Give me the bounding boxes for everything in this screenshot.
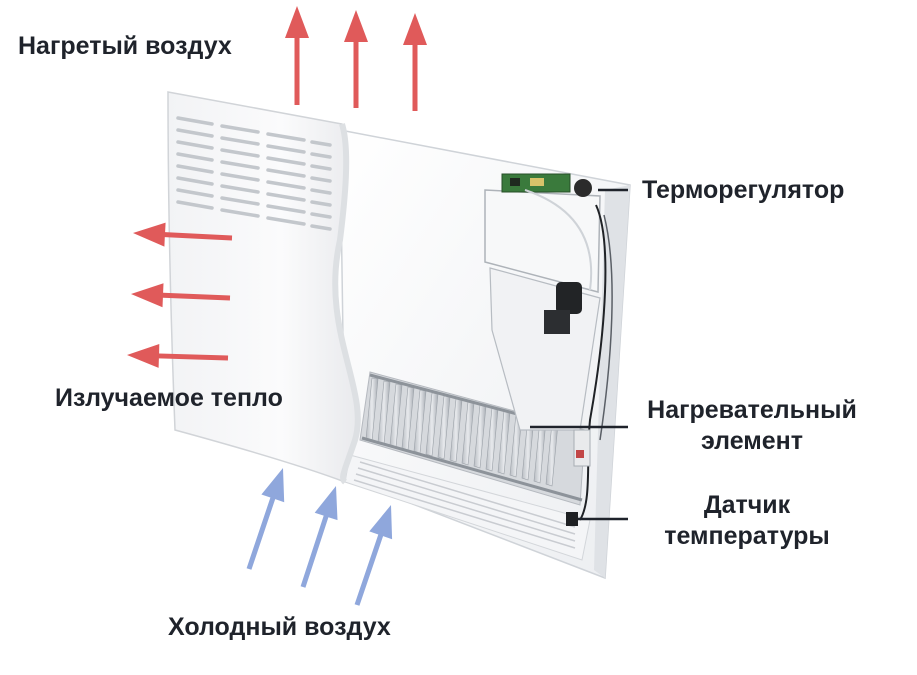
cold-air-arrow [354, 505, 393, 606]
temperature-sensor-label-line2: температуры [664, 522, 830, 551]
radiant-heat-arrow [127, 344, 229, 368]
thermostat-assembly [484, 173, 613, 526]
heating-element-label-line2: элемент [700, 427, 804, 456]
heating-element-label-line1: Нагревательный [647, 396, 857, 424]
temperature-sensor-label: Датчик температуры [640, 490, 854, 553]
bottom-grille [344, 454, 591, 561]
cold-air-arrow [300, 486, 338, 588]
cold-air-label: Холодный воздух [168, 613, 391, 641]
radiant-heat-arrow [131, 283, 231, 308]
thermostat-label: Терморегулятор [642, 176, 845, 204]
heating-element-label: Нагревательный элемент [628, 395, 876, 458]
hot-air-arrow [344, 10, 368, 108]
front-panel [167, 91, 361, 485]
radiant-heat-label: Излучаемое тепло [55, 384, 283, 412]
hot-air-label: Нагретый воздух [18, 32, 232, 60]
hot-air-arrows [285, 6, 427, 111]
cold-air-arrow [246, 468, 285, 570]
hot-air-arrow [403, 13, 427, 111]
temperature-sensor-label-line1: Датчик [703, 491, 791, 519]
radiant-heat-arrow [133, 222, 233, 247]
cold-air-arrows [246, 468, 393, 606]
radiant-heat-arrows [127, 222, 233, 368]
leader-lines [530, 188, 628, 521]
hot-air-arrow [285, 6, 309, 105]
